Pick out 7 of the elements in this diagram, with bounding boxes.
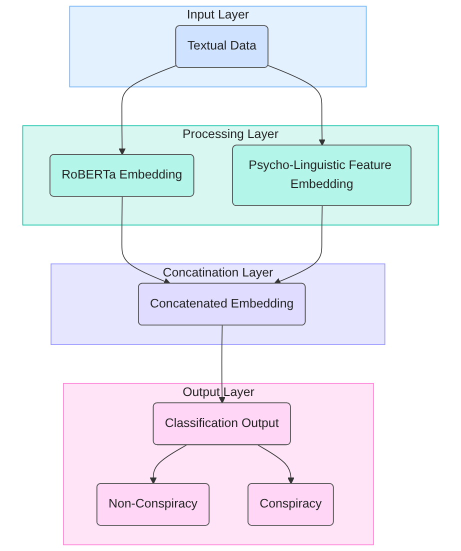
arrow bbox=[121, 196, 171, 284]
arrow bbox=[118, 65, 177, 156]
arrow bbox=[268, 65, 326, 146]
arrow bbox=[150, 444, 187, 484]
arrow bbox=[218, 325, 226, 404]
arrow bbox=[274, 206, 323, 284]
arrow bbox=[258, 444, 294, 484]
